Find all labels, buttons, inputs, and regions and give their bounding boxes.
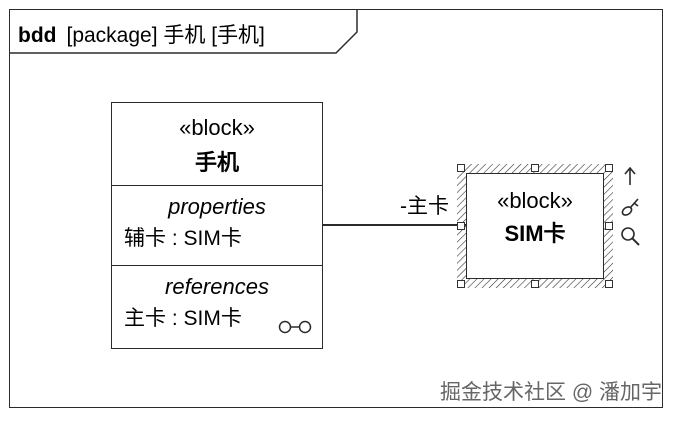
frame-header-outline [10, 10, 358, 54]
block-phone-name: 手机 [194, 150, 239, 175]
properties-title: properties [168, 194, 266, 219]
watermark: 掘金技术社区 @ 潘加宇 [440, 381, 662, 404]
frame-kind: bdd [18, 24, 57, 47]
arrow-up-icon[interactable] [618, 164, 642, 188]
frame-title: bdd [package] 手机 [手机] [18, 19, 265, 49]
block-sim-stereotype: «block» [497, 188, 573, 213]
block-sim-selection[interactable]: «block» SIM卡 [457, 164, 613, 288]
resize-handle-bottom-left[interactable] [457, 280, 465, 288]
resize-handle-left[interactable] [457, 222, 465, 230]
block-phone-header: «block» 手机 [112, 103, 322, 186]
brush-icon[interactable] [618, 195, 642, 219]
resize-handle-top[interactable] [531, 164, 539, 172]
references-title: references [165, 274, 269, 299]
magnifier-icon[interactable] [618, 224, 642, 248]
smart-manipulator-toolbar [618, 164, 642, 250]
glasses-icon[interactable] [276, 320, 314, 334]
block-sim[interactable]: «block» SIM卡 [466, 173, 604, 279]
properties-compartment[interactable]: properties 辅卡 : SIM卡 [112, 186, 322, 266]
block-sim-name: SIM卡 [504, 221, 566, 246]
block-phone[interactable]: «block» 手机 properties 辅卡 : SIM卡 referenc… [111, 102, 323, 349]
resize-handle-top-right[interactable] [605, 164, 613, 172]
resize-handle-bottom[interactable] [531, 280, 539, 288]
association-role-label: -主卡 [400, 195, 449, 218]
resize-handle-right[interactable] [605, 222, 613, 230]
frame-title-text: [package] 手机 [手机] [66, 24, 265, 47]
references-compartment[interactable]: references 主卡 : SIM卡 [112, 266, 322, 347]
resize-handle-bottom-right[interactable] [605, 280, 613, 288]
block-phone-stereotype: «block» [179, 115, 255, 140]
association-line[interactable] [323, 224, 466, 226]
property-item[interactable]: 辅卡 : SIM卡 [124, 227, 242, 250]
resize-handle-top-left[interactable] [457, 164, 465, 172]
frame-header: bdd [package] 手机 [手机] [10, 10, 358, 54]
reference-item[interactable]: 主卡 : SIM卡 [124, 307, 242, 330]
